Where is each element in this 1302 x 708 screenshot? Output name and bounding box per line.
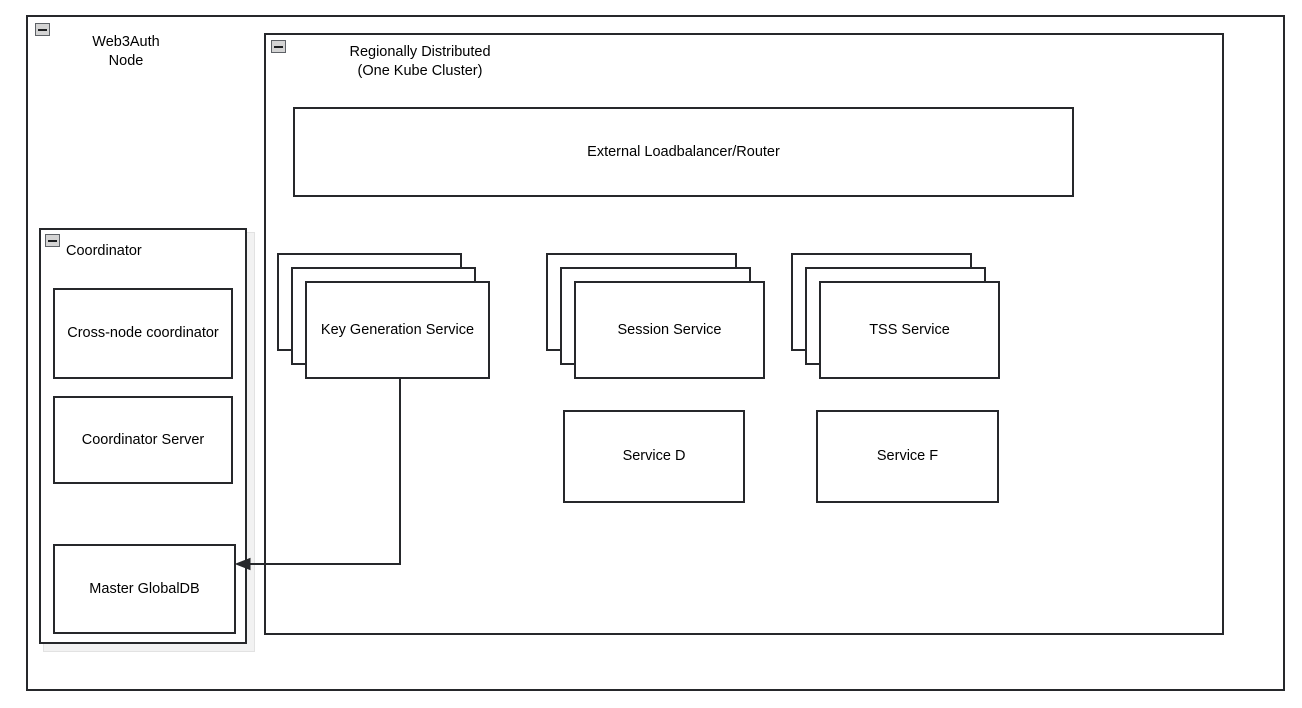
node-stack-session-service[interactable]: Session Service	[546, 253, 765, 379]
node-cross-node-coordinator[interactable]: Cross-node coordinator	[53, 288, 233, 379]
node-stack-tss-service[interactable]: TSS Service	[791, 253, 1000, 379]
collapse-minus-icon-web3auth-node[interactable]	[35, 23, 50, 36]
node-key-generation-service[interactable]: Key Generation Service	[305, 281, 490, 379]
node-coordinator-server[interactable]: Coordinator Server	[53, 396, 233, 484]
collapse-minus-icon-kube-cluster[interactable]	[271, 40, 286, 53]
node-session-service[interactable]: Session Service	[574, 281, 765, 379]
collapse-minus-icon-coordinator[interactable]	[45, 234, 60, 247]
node-service-d[interactable]: Service D	[563, 410, 745, 503]
node-stack-key-generation-service[interactable]: Key Generation Service	[277, 253, 490, 379]
node-external-loadbalancer-router[interactable]: External Loadbalancer/Router	[293, 107, 1074, 197]
node-service-f[interactable]: Service F	[816, 410, 999, 503]
node-tss-service[interactable]: TSS Service	[819, 281, 1000, 379]
node-master-globaldb[interactable]: Master GlobalDB	[53, 544, 236, 634]
